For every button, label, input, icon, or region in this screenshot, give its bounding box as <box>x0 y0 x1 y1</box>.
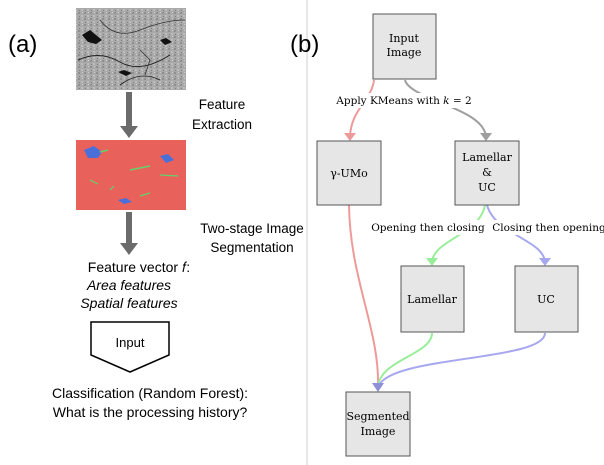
panel-a-label: (a) <box>8 31 37 58</box>
micrograph-image <box>76 8 186 90</box>
arrow-segmentation-head <box>120 243 138 255</box>
node-seg-line1: Segmented <box>346 410 409 423</box>
segmentation-image <box>76 140 186 210</box>
kmeans-label: Apply KMeans with 𝑘 = 2 <box>335 95 471 107</box>
edge-uc-segmented <box>377 332 546 389</box>
node-gamma-label: γ-UMo <box>330 167 368 180</box>
edge-input-lamuc <box>404 79 487 139</box>
segmentation-label-2: Segmentation <box>210 240 293 255</box>
node-lamuc-line3: UC <box>478 181 496 194</box>
node-input-line1: Input <box>389 32 420 45</box>
input-pentagon <box>90 321 170 373</box>
input-pentagon-label: Input <box>116 335 145 350</box>
node-lamellar: Lamellar <box>400 265 465 333</box>
node-lamuc-line2: & <box>482 166 492 179</box>
node-lamellar-label: Lamellar <box>407 293 457 306</box>
close-open-label-bg <box>492 220 604 235</box>
node-lamellar-uc: Lamellar & UC <box>454 140 520 206</box>
panel-b-label: (b) <box>290 31 319 58</box>
edge-lamellar-segmented <box>377 332 433 389</box>
feature-vector-title: Feature vector 𝑓: <box>88 259 190 275</box>
node-input-image: Input Image <box>372 13 437 80</box>
edge-lamuc-lamellar <box>431 204 486 264</box>
node-uc: UC <box>514 265 579 333</box>
node-uc-label: UC <box>537 293 555 306</box>
segmentation-label-1: Two-stage Image <box>200 221 304 236</box>
edge-lamuc-uc <box>486 204 546 264</box>
node-seg-line2: Image <box>361 425 396 438</box>
edge-input-lamuc-head <box>480 133 492 141</box>
edge-lamuc-uc-head <box>539 258 551 266</box>
feature-extraction-label-1: Feature <box>199 97 246 112</box>
node-lamuc-line1: Lamellar <box>462 151 512 164</box>
opening-closing-label: Opening then closing <box>371 222 485 234</box>
arrow-extraction-head <box>120 126 138 138</box>
edge-segmented-head <box>372 383 384 392</box>
edge-lamuc-lamellar-head <box>426 258 438 266</box>
closing-opening-label: Closing then opening <box>492 222 604 234</box>
feature-area: Area features <box>86 277 171 293</box>
feature-extraction-label-2: Extraction <box>192 117 252 132</box>
kmeans-label-bg <box>334 93 474 108</box>
node-gamma-umo: γ-UMo <box>316 140 382 206</box>
node-input-line2: Image <box>387 46 422 59</box>
classification-line-1: Classification (Random Forest): <box>52 385 248 401</box>
node-segmented-image: Segmented Image <box>345 391 411 457</box>
classification-line-2: What is the processing history? <box>53 404 248 420</box>
edge-input-gamma <box>349 79 375 139</box>
edge-gamma-segmented <box>348 204 380 389</box>
edge-input-gamma-head <box>344 133 356 141</box>
open-close-label-bg <box>372 220 484 235</box>
feature-spatial: Spatial features <box>80 295 177 311</box>
